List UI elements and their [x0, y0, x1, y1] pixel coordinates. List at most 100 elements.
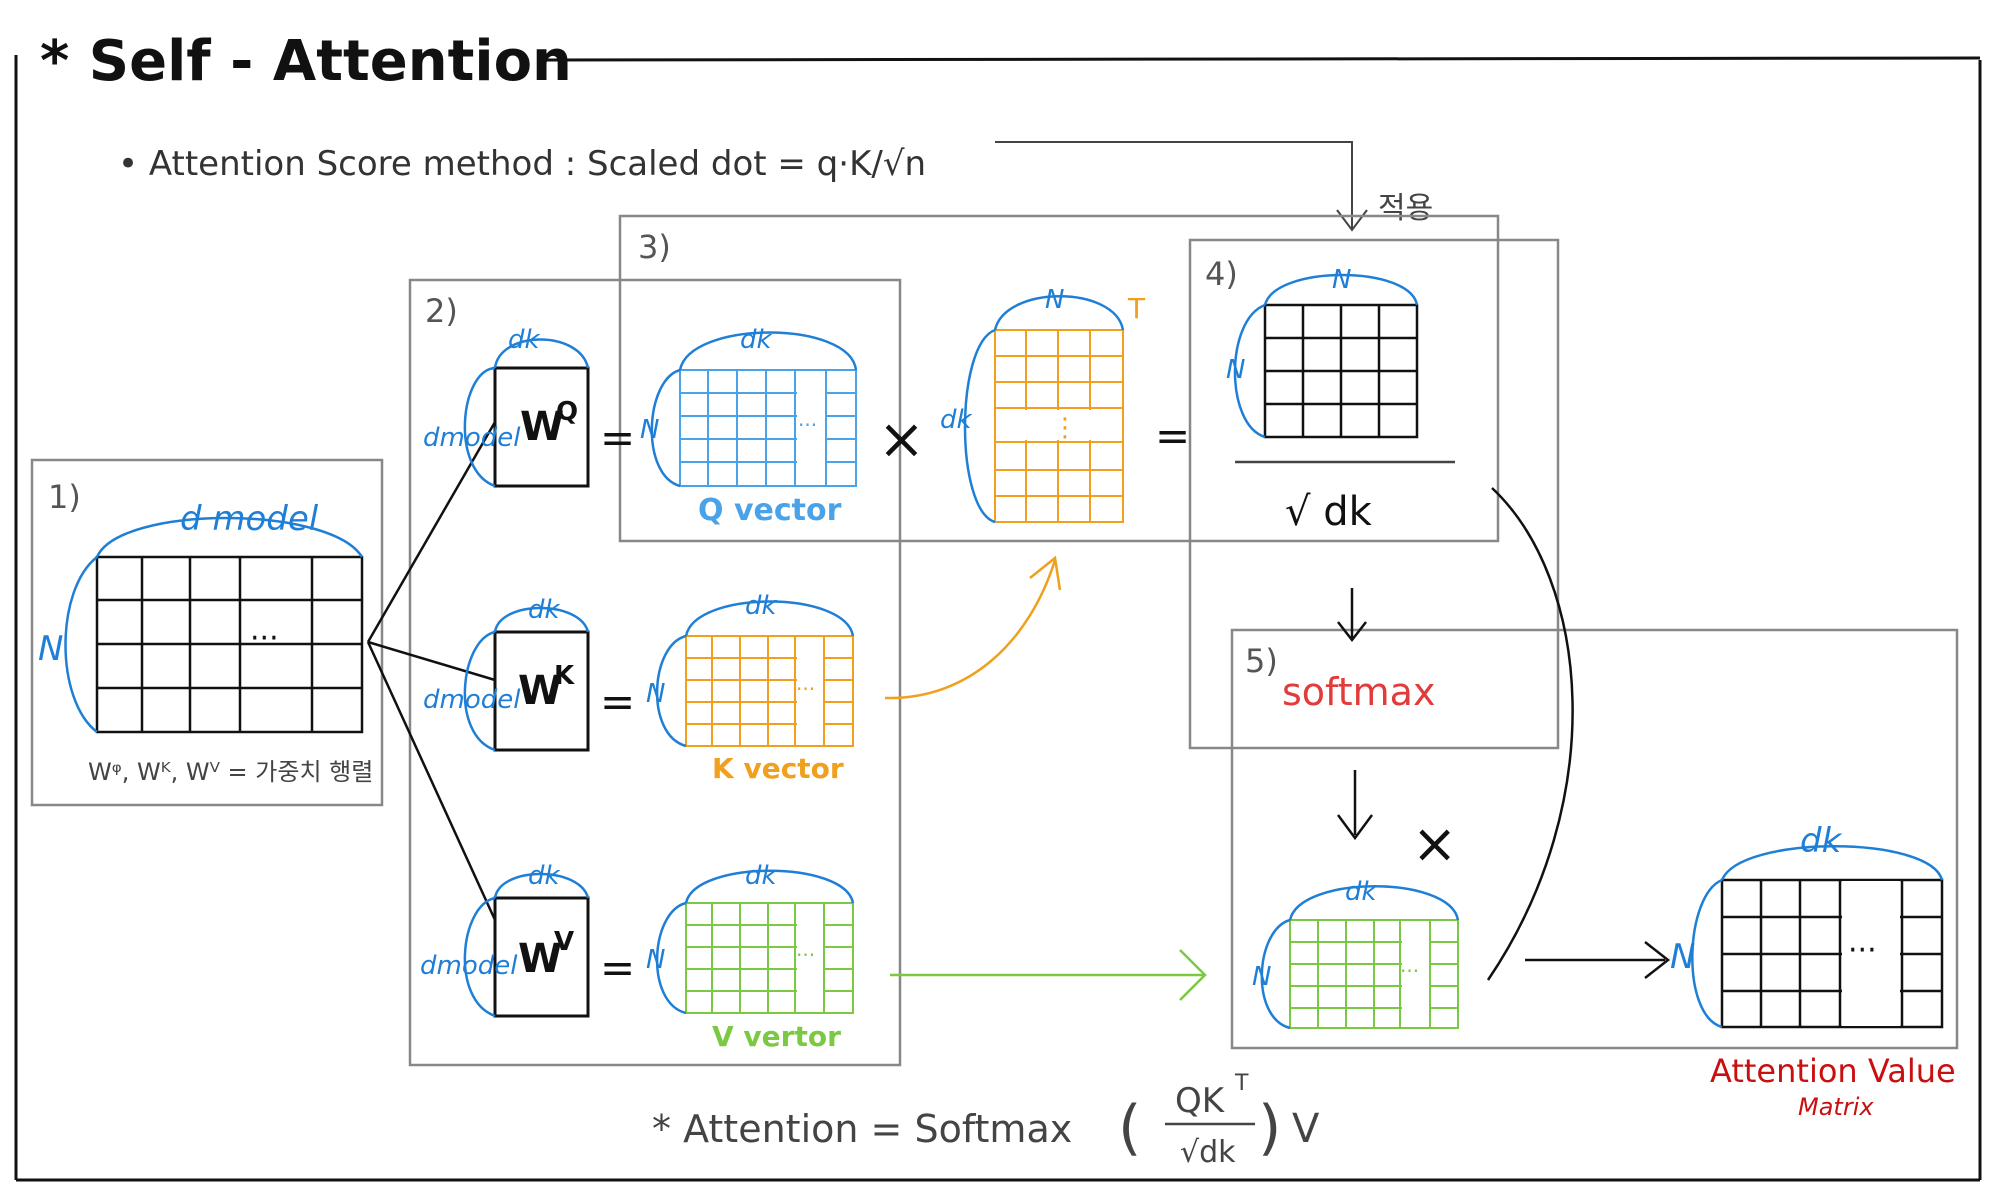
formula-numerator-sup: T	[1234, 1071, 1249, 1096]
step5-v-dots: ···	[1400, 959, 1419, 983]
step1-label: 1)	[48, 478, 81, 516]
k-vector-gap	[797, 637, 823, 745]
v-n-label: N	[646, 945, 665, 975]
k-to-kt-arrow	[884, 555, 1062, 700]
wk-matrix	[493, 630, 590, 752]
formula-paren-open: (	[1118, 1093, 1141, 1163]
output-arrow	[1525, 941, 1671, 979]
step5-v-matrix	[1289, 919, 1459, 1029]
wq-dk-brace	[493, 338, 590, 369]
q-vector-dots: ···	[798, 413, 817, 437]
step5-v-dk-brace	[1288, 885, 1460, 921]
formula-denominator: √dk	[1180, 1135, 1236, 1170]
v-vector-gap	[797, 904, 823, 1012]
q-vector-label: Q vector	[698, 493, 842, 528]
score-n-label-left: N	[1226, 355, 1245, 385]
v-n-brace	[655, 901, 687, 1015]
wq-dk-label: dk	[508, 325, 541, 355]
k-vector-matrix	[685, 635, 854, 747]
wv-dmodel-brace	[463, 896, 496, 1018]
wk-equals: =	[600, 677, 635, 726]
wk-label: W	[518, 668, 562, 714]
kt-n-label: N	[1045, 285, 1064, 315]
formula-suffix: V	[1292, 1106, 1320, 1152]
wk-dmodel-label: dmodel	[423, 685, 521, 715]
attention-dk-label: dk	[1800, 821, 1843, 861]
wk-dk-brace	[493, 606, 590, 633]
v-vector-label: V vertor	[712, 1020, 841, 1053]
input-connectors	[366, 421, 497, 921]
k-n-label: N	[646, 679, 665, 709]
step4-label: 4)	[1205, 255, 1238, 293]
step5-v-dk-label: dk	[1345, 877, 1378, 907]
wv-equals: =	[600, 943, 635, 992]
step3-box	[618, 214, 1500, 543]
attention-value-matrix	[1720, 878, 1944, 1029]
k-dk-brace	[684, 600, 855, 637]
score-to-softmax-arrow	[1337, 588, 1367, 643]
wq-sup: Q	[556, 397, 578, 427]
wv-dk-label: dk	[528, 861, 561, 891]
input-dmodel-brace	[95, 516, 364, 558]
attention-value-dots: ···	[1848, 933, 1877, 968]
k-transpose-gap	[996, 410, 1122, 440]
score-n-brace-top	[1263, 273, 1419, 306]
apply-label: 적용	[1378, 191, 1433, 226]
kt-dk-brace	[963, 328, 996, 524]
attention-formula: * Attention = Softmax ( QK T √dk ) V	[652, 1071, 1320, 1170]
attention-dk-brace	[1720, 845, 1944, 881]
score-n-label-top: N	[1332, 265, 1351, 295]
wk-dk-label: dk	[528, 595, 561, 625]
page-title: * Self - Attention	[40, 29, 572, 94]
wv-label: W	[518, 936, 562, 982]
step2-box	[408, 278, 902, 1067]
softmax-label: softmax	[1282, 670, 1435, 714]
score-n-brace-left	[1233, 303, 1266, 439]
sqrt-dk-label: √ dk	[1285, 489, 1373, 535]
q-dk-brace	[678, 331, 858, 371]
formula-paren-close: )	[1258, 1093, 1281, 1163]
wq-equals: =	[600, 413, 635, 462]
step3-label: 3)	[638, 228, 671, 266]
wq-dmodel-brace	[463, 366, 496, 488]
wq-matrix	[493, 366, 590, 488]
score-method-text: • Attention Score method : Scaled dot = …	[118, 144, 926, 184]
kt-n-brace	[993, 295, 1125, 331]
q-vector-gap	[797, 371, 825, 485]
step5-box	[1230, 628, 1959, 1050]
q-times-sign: ×	[878, 407, 925, 472]
q-dk-label: dk	[740, 325, 773, 355]
v-vector-dots: ···	[796, 943, 815, 967]
softmax-down-arrow	[1336, 770, 1374, 841]
score-matrix	[1263, 303, 1419, 439]
step5-times-sign: ×	[1412, 812, 1457, 875]
v-dk-label: dk	[745, 861, 778, 891]
kt-equals: =	[1155, 411, 1190, 460]
attention-n-brace	[1691, 878, 1723, 1029]
k-dk-label: dk	[745, 591, 778, 621]
input-matrix	[95, 555, 364, 734]
wk-dmodel-brace	[463, 630, 496, 752]
attention-matrix-label: Matrix	[1798, 1093, 1874, 1121]
wq-dmodel-label: dmodel	[423, 423, 521, 453]
attention-value-gap	[1842, 881, 1900, 1026]
input-dmodel-label: d model	[180, 499, 319, 539]
attention-n-label: N	[1670, 937, 1695, 977]
attention-value-label: Attention Value	[1710, 1052, 1956, 1090]
step5-v-gap	[1402, 921, 1429, 1027]
v-vector-matrix	[685, 902, 854, 1014]
k-vector-dots: ···	[796, 677, 815, 701]
wv-sup: V	[554, 927, 574, 957]
v-dk-brace	[684, 869, 855, 904]
weight-note: Wᵠ, Wᴷ, Wⱽ = 가중치 행렬	[88, 758, 373, 786]
wv-dmodel-label: dmodel	[420, 951, 518, 981]
formula-prefix: * Attention = Softmax	[652, 1107, 1072, 1151]
score-to-output-curve	[1486, 487, 1574, 981]
input-n-label: N	[38, 629, 63, 669]
k-transpose-dots: ⋮	[1052, 413, 1078, 443]
kt-transpose-label: T	[1127, 292, 1146, 325]
q-n-label: N	[640, 415, 659, 445]
step4-box	[1188, 238, 1560, 750]
wv-dk-brace	[493, 872, 590, 899]
